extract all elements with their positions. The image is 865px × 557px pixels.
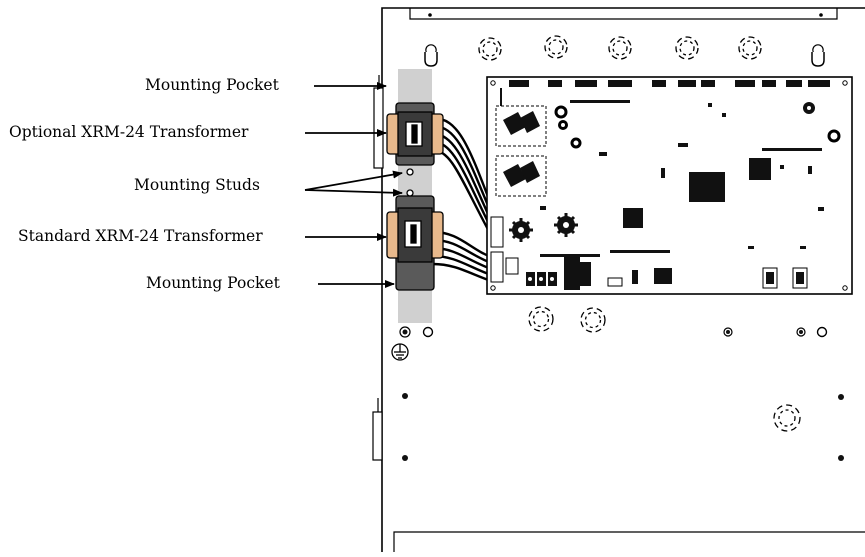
keyhole-right (811, 44, 825, 67)
arrow-mounting-studs-top (304, 170, 403, 191)
callout-arrows (304, 82, 403, 288)
arrow-mounting-studs-bottom (304, 188, 403, 197)
knockouts (478, 35, 801, 432)
side-slot-top (373, 75, 384, 169)
label-mounting-pocket-top: Mounting Pocket (145, 76, 279, 94)
ground-symbol-icon (391, 343, 409, 361)
label-mounting-studs: Mounting Studs (134, 176, 260, 194)
standard-transformer (386, 195, 444, 291)
label-mounting-pocket-bottom: Mounting Pocket (146, 274, 280, 292)
label-standard-transformer: Standard XRM-24 Transformer (18, 227, 263, 245)
side-slot-bottom (372, 398, 383, 461)
keyhole-left (424, 44, 438, 67)
screw-top-left (428, 13, 432, 17)
mounting-stud-bottom (406, 189, 414, 197)
screw-top-right (819, 13, 823, 17)
label-optional-transformer: Optional XRM-24 Transformer (9, 123, 249, 141)
optional-transformer (386, 102, 444, 166)
mounting-stud-top (406, 168, 414, 176)
enclosure-holes (399, 326, 844, 461)
circuit-board (486, 76, 853, 295)
enclosure (381, 7, 865, 552)
